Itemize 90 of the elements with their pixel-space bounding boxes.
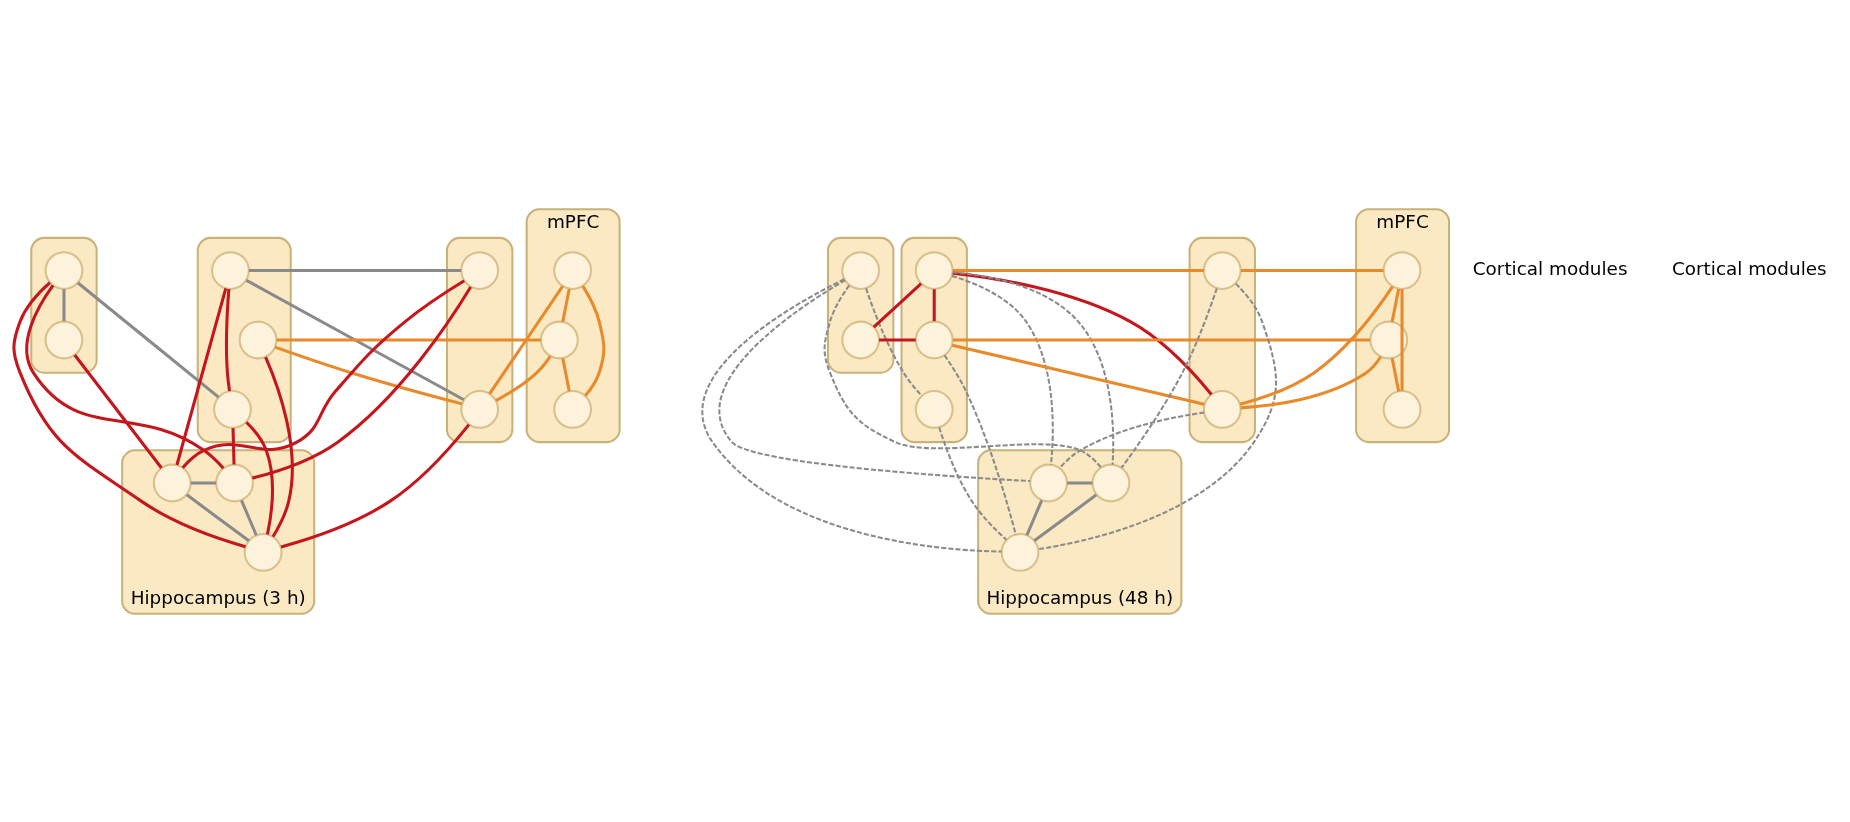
node-circle: [211, 250, 250, 290]
connector: [951, 343, 1205, 406]
connector: [952, 337, 1371, 342]
connector: [274, 345, 463, 405]
connector: [280, 423, 471, 548]
connector: [879, 337, 916, 342]
cluster: [196, 236, 292, 443]
connector: [718, 278, 1031, 482]
node-circle: [460, 389, 500, 429]
connector: [1240, 355, 1382, 409]
node-circle: [553, 389, 593, 429]
connector: [25, 283, 225, 469]
cluster: Hippocampus (48 h): [977, 448, 1183, 615]
node-circle: [1091, 463, 1131, 502]
connector: [1390, 357, 1401, 392]
connector: [865, 287, 923, 396]
node-circle: [460, 250, 500, 290]
connector: [952, 268, 1204, 272]
node-circle: [914, 320, 954, 359]
connector: [73, 353, 163, 469]
node-circle: [238, 320, 278, 359]
node-circle: [44, 320, 84, 359]
connector: [951, 274, 1054, 465]
node-circle: [539, 320, 579, 359]
connector: [561, 357, 571, 392]
connector: [181, 278, 466, 469]
connector: [701, 277, 1002, 553]
connector: [62, 288, 66, 321]
node-circle: [914, 250, 954, 290]
label: Cortical modules: [1671, 257, 1827, 279]
connector: [251, 285, 472, 480]
cluster: Hippocampus (3 h): [121, 448, 316, 615]
cluster: mPFC: [1355, 207, 1451, 443]
connector: [1038, 282, 1278, 550]
node-circle: [914, 389, 954, 429]
connector: [1058, 411, 1205, 469]
connector: [1400, 288, 1404, 391]
connector: [495, 354, 552, 402]
connector: [224, 288, 232, 391]
connector: [1067, 480, 1093, 485]
connector: [1239, 285, 1394, 406]
connector: [240, 499, 258, 536]
connector: [581, 284, 606, 397]
node-circle: [152, 463, 192, 502]
connector: [264, 355, 294, 538]
cluster: [446, 236, 514, 443]
connector: [190, 480, 217, 485]
connector: [1033, 493, 1098, 542]
connector: [823, 284, 1102, 468]
node-circle: [1202, 389, 1242, 429]
connector: [1240, 268, 1384, 272]
connector: [175, 287, 228, 465]
node-circle: [1382, 389, 1422, 429]
node-circle: [243, 532, 283, 572]
connector: [1390, 288, 1401, 322]
node-circle: [1000, 532, 1040, 572]
connector: [952, 270, 1115, 465]
connector: [561, 288, 571, 322]
node-circle: [841, 320, 881, 359]
cluster: [1188, 236, 1256, 443]
cluster: [900, 236, 968, 443]
connector: [943, 354, 1017, 535]
node-circle: [44, 250, 84, 290]
node-circle: [213, 389, 252, 429]
connector: [952, 271, 1213, 395]
connector: [76, 281, 220, 398]
node-circle: [215, 463, 254, 502]
connector: [488, 284, 564, 395]
connector: [932, 288, 936, 321]
connector: [248, 268, 462, 272]
node-circle: [553, 250, 593, 290]
node-circle: [841, 250, 881, 290]
connector: [245, 278, 465, 401]
connector: [1025, 499, 1044, 536]
node-circle: [1029, 463, 1069, 502]
connector: [245, 420, 274, 535]
connector: [1120, 287, 1218, 468]
connector: [12, 280, 246, 548]
connector: [276, 337, 541, 342]
connector: [872, 282, 923, 328]
cluster: [826, 236, 895, 374]
node-circle: [1382, 250, 1422, 290]
node-circle: [1369, 320, 1409, 359]
node-circle: [1202, 250, 1242, 290]
connector: [185, 493, 250, 542]
cluster: [30, 236, 98, 374]
cluster: mPFC: [525, 207, 621, 443]
connector: [231, 427, 236, 465]
connector: [938, 426, 1008, 541]
label: Cortical modules: [1472, 257, 1628, 279]
